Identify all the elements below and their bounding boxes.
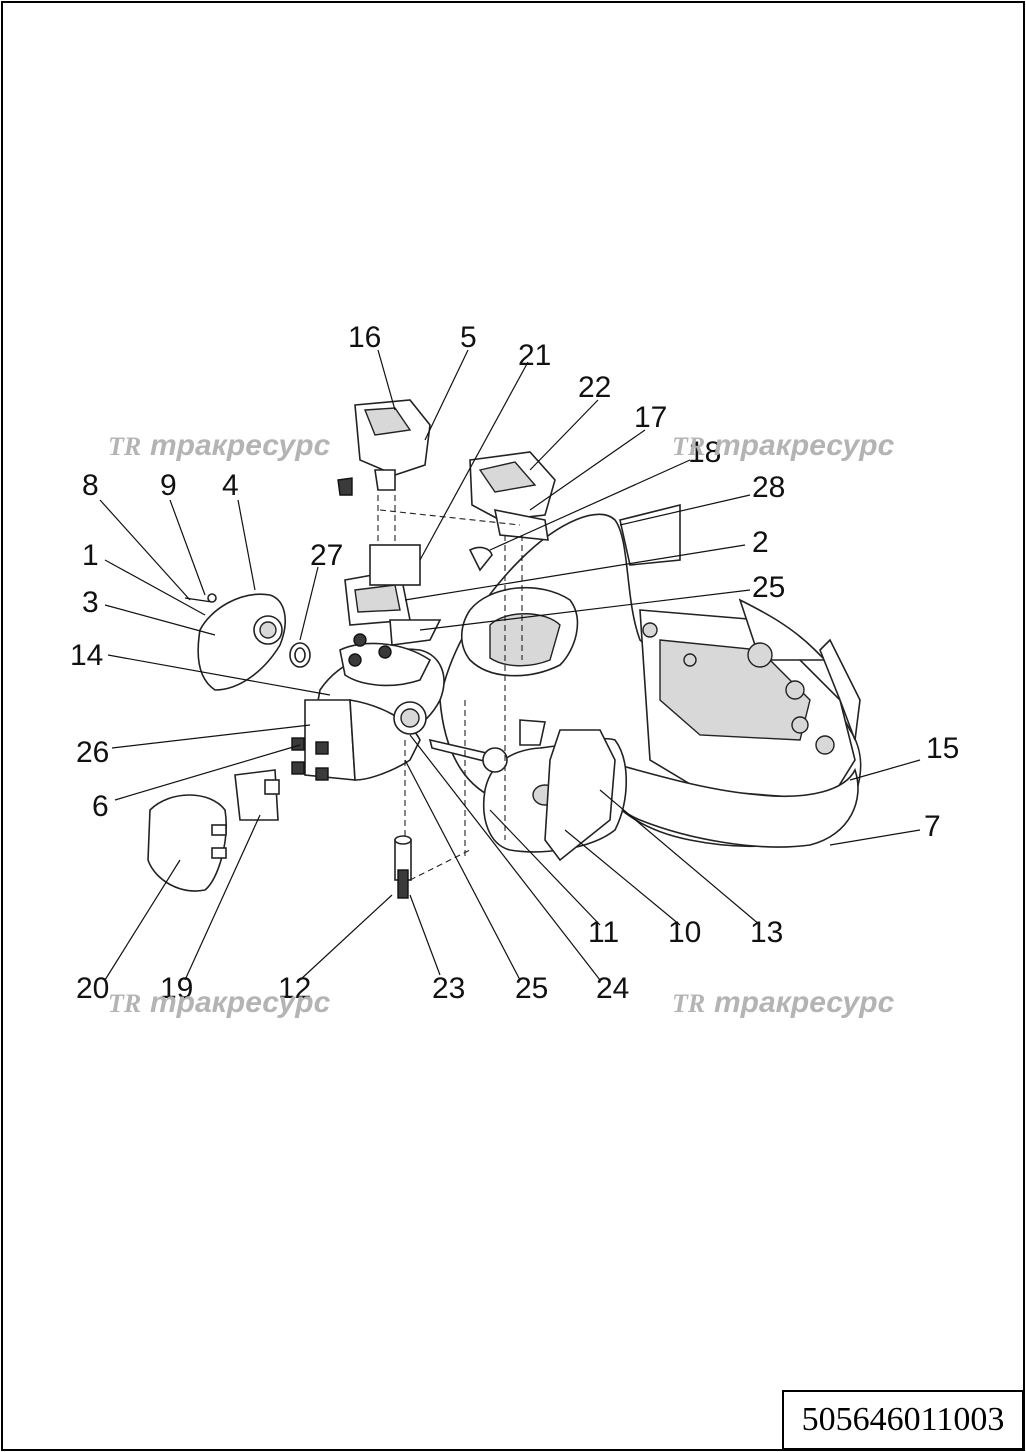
watermark-text: тракресурс: [150, 986, 331, 1019]
callout-25-lower: 25: [515, 972, 548, 1005]
alignment-lines: [377, 495, 523, 881]
callout-5: 5: [460, 321, 477, 354]
callout-8: 8: [82, 469, 99, 502]
callout-12: 12: [278, 972, 311, 1005]
watermark-bottom-right: TR тракресурс: [672, 986, 895, 1019]
callout-1: 1: [82, 539, 99, 572]
callout-9: 9: [160, 469, 177, 502]
callout-18: 18: [688, 436, 721, 469]
watermark-top-right: TR тракресурс: [672, 429, 895, 462]
callout-labels: 16 5 21 22 17 18 28 2 25 8 9 4 1 27 3 14…: [70, 321, 959, 1005]
document-number: 505646011003: [801, 1401, 1005, 1438]
callout-6: 6: [92, 790, 109, 823]
callout-26: 26: [76, 736, 109, 769]
callout-25-upper: 25: [752, 571, 785, 604]
callout-24: 24: [596, 972, 629, 1005]
callout-15: 15: [926, 732, 959, 765]
knob-housing: [184, 593, 311, 691]
pin-12-23: [394, 835, 412, 899]
watermark-top-left: TR тракресурс: [108, 429, 331, 462]
lever-assembly: [428, 719, 628, 862]
watermark-text: тракресурс: [714, 429, 895, 462]
callout-11: 11: [588, 916, 619, 949]
callout-23: 23: [432, 972, 465, 1005]
callout-22: 22: [578, 371, 611, 404]
watermark-bottom-left: TR тракресурс: [108, 986, 331, 1019]
watermark-logo: TR: [108, 989, 141, 1018]
watermark-text: тракресурс: [150, 429, 331, 462]
callout-19: 19: [160, 972, 193, 1005]
callout-13: 13: [750, 916, 783, 949]
cover-20-19: [147, 769, 280, 892]
callout-10: 10: [668, 916, 701, 949]
watermark-logo: TR: [672, 432, 705, 461]
callout-16: 16: [348, 321, 381, 354]
watermark-logo: TR: [672, 989, 705, 1018]
callout-21: 21: [518, 339, 551, 372]
leader-lines: [99, 349, 921, 981]
callout-2: 2: [752, 526, 769, 559]
document-number-box: 505646011003: [782, 1390, 1024, 1450]
switch-block-right: [468, 451, 556, 572]
callout-7: 7: [924, 810, 941, 843]
callout-17: 17: [634, 401, 667, 434]
callout-20: 20: [76, 972, 109, 1005]
callout-27: 27: [310, 539, 343, 572]
callout-3: 3: [82, 586, 99, 619]
watermark-text: тракресурс: [714, 986, 895, 1019]
left-housing: [291, 544, 445, 781]
switch-block-upper: [337, 399, 431, 496]
watermark-logo: TR: [108, 432, 141, 461]
callout-28: 28: [752, 471, 785, 504]
callout-4: 4: [222, 469, 239, 502]
callout-14: 14: [70, 639, 103, 672]
